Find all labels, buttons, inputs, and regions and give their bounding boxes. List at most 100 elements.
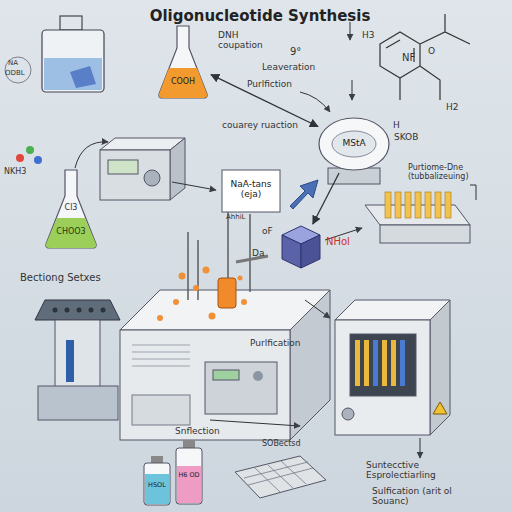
device-base [38, 386, 118, 420]
well [65, 308, 70, 313]
tube [400, 340, 405, 386]
annotation-label: Suntecctive Esprolectiarling [366, 460, 462, 480]
instrument-side [430, 300, 450, 435]
bottle-cap [183, 440, 195, 448]
tube [435, 192, 441, 218]
well [89, 308, 94, 313]
reagent-bottle: HSOL [142, 456, 172, 506]
annotation-label: Sulfication (arit ol Souanc) [372, 486, 482, 506]
reagent-crystal [70, 66, 96, 88]
warning-sign [433, 402, 447, 414]
tube [385, 192, 391, 218]
droplet [241, 299, 247, 305]
arrow [305, 300, 330, 318]
node-label: H6 OD [174, 472, 204, 479]
reaction-column [218, 278, 236, 308]
node-label: CHOO3 [42, 228, 100, 237]
info-card: NaA-tans (eja) [222, 170, 280, 212]
node-label: HSOL [142, 482, 172, 489]
arrow [352, 80, 353, 100]
knob [342, 408, 354, 420]
annotation-label: Leaveration [262, 62, 332, 72]
tube [445, 192, 451, 218]
tube [425, 192, 431, 218]
node-label: MStA [318, 138, 390, 148]
tube [382, 340, 387, 386]
droplet [193, 285, 199, 291]
annotation-label: Da [252, 248, 272, 258]
annotation-label: couarey ruaction [222, 120, 312, 130]
pump-screen [108, 160, 138, 174]
annotation-label: Bectiong Setxes [20, 272, 120, 283]
droplet [157, 315, 163, 321]
tube [364, 340, 369, 386]
atom-dot [26, 146, 34, 154]
annotation-label: Purlfication [250, 338, 320, 348]
flow-connector [211, 75, 318, 127]
liquid-tube [66, 340, 74, 382]
droplet [203, 267, 210, 274]
annotation-label: SKOB [394, 132, 434, 142]
plate-holder [35, 300, 120, 320]
tube [415, 192, 421, 218]
tube [391, 340, 396, 386]
container-cap [60, 16, 82, 30]
droplet [238, 276, 243, 281]
well [77, 308, 82, 313]
device-stand [55, 320, 100, 388]
atom-dot [16, 154, 24, 162]
reagent-flask: Cl3CHOO3 [42, 168, 100, 250]
annotation-label: oF [262, 226, 282, 236]
diagram-title: Oligonucleotide Synthesis [120, 8, 400, 25]
cube-left [282, 235, 301, 268]
annotation-label: O [428, 46, 440, 56]
card-outline [222, 170, 280, 212]
tube [373, 340, 378, 386]
tube [405, 192, 411, 218]
knob [253, 371, 263, 381]
cube-right [301, 235, 320, 268]
instrument-window [350, 334, 416, 396]
reagent-flask: COOH [155, 22, 211, 100]
arrow [210, 420, 300, 426]
tube [395, 192, 401, 218]
pump-side [170, 138, 185, 200]
arrow [172, 182, 216, 190]
sample-rack [235, 456, 326, 498]
vent-lines [132, 345, 190, 366]
control-panel [205, 362, 277, 414]
chemical-structure [380, 14, 470, 100]
container-liquid [44, 58, 102, 90]
node-label: COOH [155, 78, 211, 87]
annotation-label: NF [402, 52, 422, 63]
annotation-label: Purtiome-Dne (tubbalizeuing) [408, 164, 490, 182]
flow-connector [313, 173, 339, 224]
droplet [179, 273, 186, 280]
tube [355, 340, 360, 386]
drawer [132, 395, 190, 425]
node-label: NaA-tans (eja) [224, 179, 278, 199]
flow-arrow [290, 180, 318, 209]
droplet [173, 299, 179, 305]
arrow [300, 92, 330, 112]
annotation-label: H [393, 120, 405, 130]
leader-line [470, 185, 476, 200]
synthesizer-side [290, 290, 330, 440]
mixing-device: MStA [318, 115, 390, 173]
node-label: NHol [326, 236, 366, 247]
annotation-label: SOBectsd [262, 440, 317, 449]
node-shape [280, 224, 322, 270]
instrument-body [335, 320, 430, 435]
reagent-bottle: H6 OD [174, 440, 204, 506]
annotation-label: 9° [290, 46, 310, 57]
annotation-label: H2 [446, 102, 466, 112]
annotation-label: ODBL [5, 70, 35, 78]
arrow [75, 142, 108, 168]
display [213, 370, 239, 380]
reactor-cube: NHol [280, 224, 322, 270]
device-outline [319, 118, 389, 170]
reagent-container [42, 30, 104, 92]
well [101, 308, 106, 313]
